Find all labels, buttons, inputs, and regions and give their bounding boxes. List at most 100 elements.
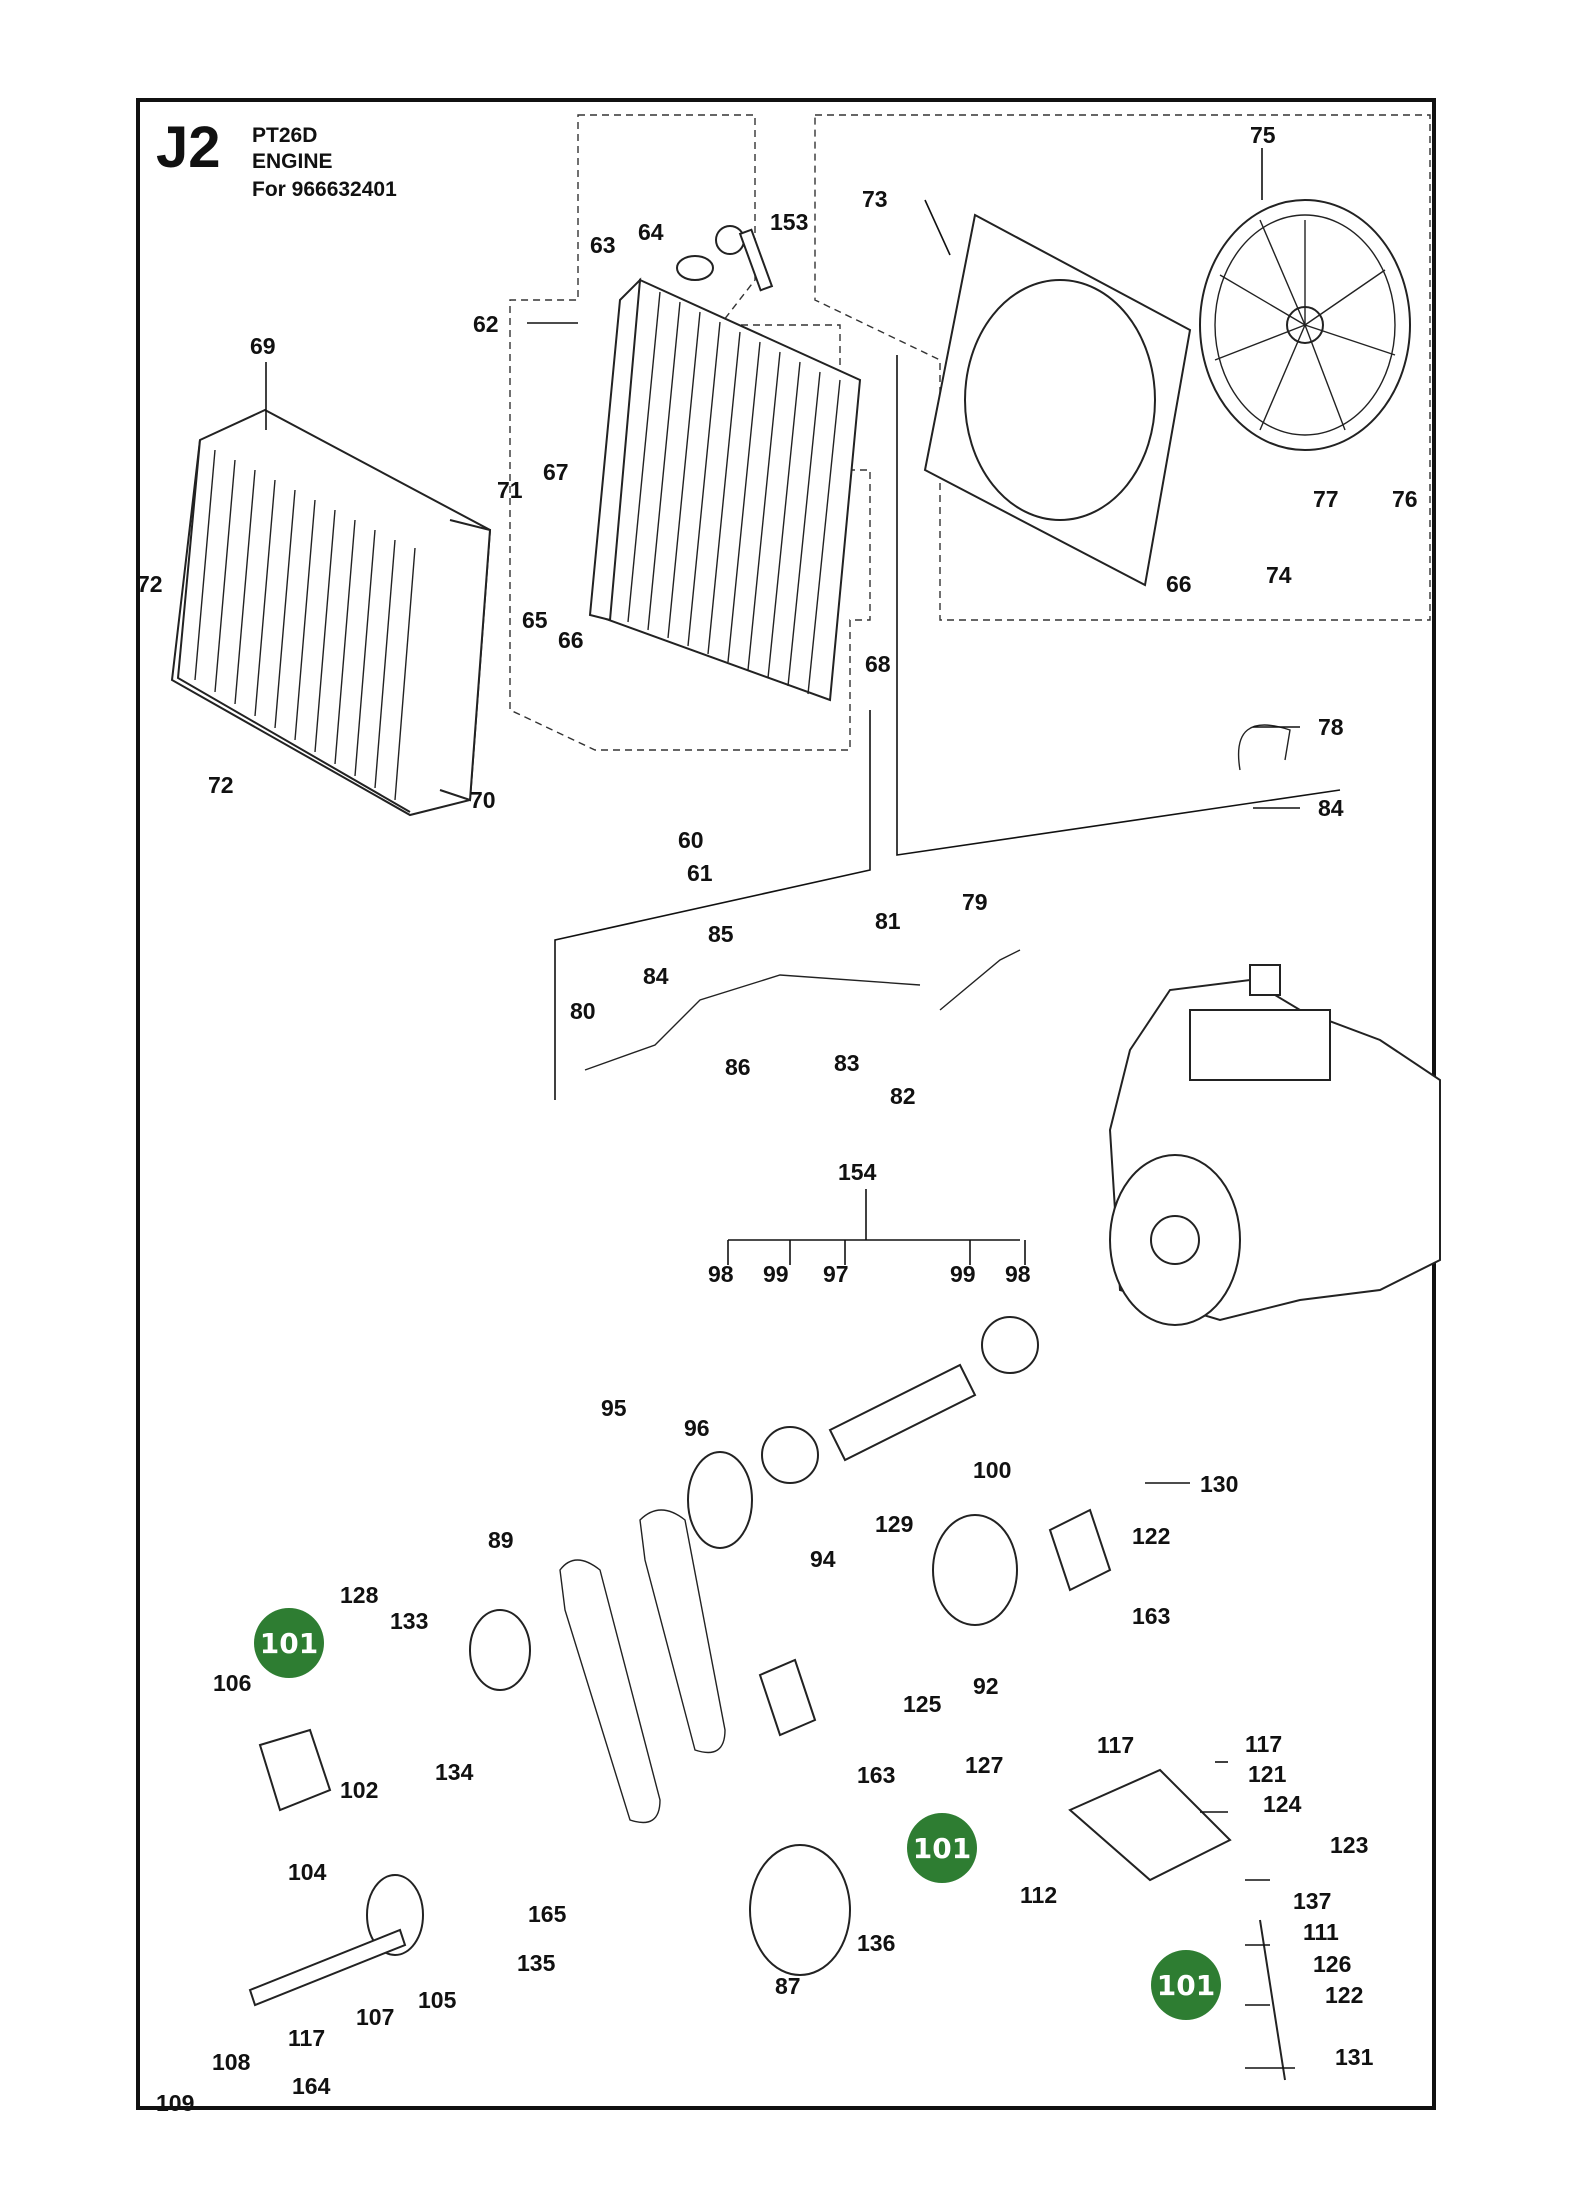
callout-label: 82 <box>890 1083 916 1109</box>
callout-label: 126 <box>1313 1951 1351 1977</box>
callout-label: 77 <box>1313 486 1339 512</box>
callout-label: 79 <box>962 889 988 915</box>
badge-101-c: 101 <box>1151 1950 1221 2020</box>
callout-labels: 75 73 64 153 63 62 69 71 67 72 65 66 66 … <box>137 122 1418 2116</box>
lower-hose-bracket <box>554 710 871 1100</box>
callout-label: 109 <box>156 2090 194 2116</box>
callout-label: 137 <box>1293 1888 1331 1914</box>
badge-label: 101 <box>1157 1969 1215 2002</box>
callout-label: 63 <box>590 232 616 258</box>
callout-label: 66 <box>1166 571 1192 597</box>
pulley-parts <box>248 1514 1018 2007</box>
callout-label: 66 <box>558 627 584 653</box>
callout-label: 131 <box>1335 2044 1374 2070</box>
callout-label: 71 <box>497 477 523 503</box>
callout-label: 106 <box>213 1670 251 1696</box>
callout-label: 75 <box>1250 122 1276 148</box>
callout-label: 68 <box>865 651 891 677</box>
section-label: ENGINE <box>252 150 333 173</box>
badge-label: 101 <box>913 1832 971 1865</box>
callout-label: 117 <box>1245 1731 1282 1757</box>
callout-label: 136 <box>857 1930 895 1956</box>
callout-label: 84 <box>643 963 669 989</box>
callout-label: 86 <box>725 1054 751 1080</box>
callout-label: 85 <box>708 921 734 947</box>
callout-label: 108 <box>212 2049 251 2075</box>
callout-label: 127 <box>965 1752 1003 1778</box>
callout-label: 117 <box>1097 1732 1134 1758</box>
callout-label: 130 <box>1200 1471 1238 1497</box>
badge-101-b: 101 <box>907 1813 977 1883</box>
callout-label: 135 <box>517 1950 556 1976</box>
fan-shroud-part <box>923 213 1192 587</box>
callout-label: 62 <box>473 311 499 337</box>
badge-101-a: 101 <box>254 1608 324 1678</box>
callout-label: 129 <box>875 1511 913 1537</box>
callout-label: 163 <box>857 1762 895 1788</box>
page-code: J2 <box>156 115 221 180</box>
badge-circle <box>254 1608 324 1678</box>
callout-label: 69 <box>250 333 276 359</box>
callout-label: 163 <box>1132 1603 1170 1629</box>
drive-shaft-part <box>687 1316 1039 1549</box>
callout-label: 94 <box>810 1546 836 1572</box>
bracket-parts <box>258 1508 1286 2081</box>
model-label: PT26D <box>252 124 318 147</box>
callout-label: 117 <box>288 2025 325 2051</box>
callout-label: 124 <box>1263 1791 1302 1817</box>
callout-label: 74 <box>1266 562 1292 588</box>
callout-label: 133 <box>390 1608 428 1634</box>
callout-label: 153 <box>770 209 808 235</box>
callout-label: 97 <box>823 1261 849 1287</box>
callout-label: 123 <box>1330 1832 1368 1858</box>
callout-label: 99 <box>950 1261 976 1287</box>
callout-label: 112 <box>1020 1882 1057 1908</box>
callout-label: 102 <box>340 1777 378 1803</box>
callout-label: 65 <box>522 607 548 633</box>
badge-circle <box>1151 1950 1221 2020</box>
callout-label: 165 <box>528 1901 567 1927</box>
callout-label: 70 <box>470 787 496 813</box>
callout-label: 128 <box>340 1582 379 1608</box>
callout-label: 111 <box>1303 1919 1339 1945</box>
leader-lines <box>265 148 1300 2069</box>
callout-label: 164 <box>292 2073 331 2099</box>
callout-label: 78 <box>1318 714 1344 740</box>
callout-label: 73 <box>862 186 888 212</box>
callout-label: 60 <box>678 827 704 853</box>
callout-label: 107 <box>356 2004 394 2030</box>
callout-label: 98 <box>1005 1261 1031 1287</box>
callout-label: 95 <box>601 1395 627 1421</box>
callout-label: 98 <box>708 1261 734 1287</box>
filler-neck <box>676 255 714 281</box>
callout-label: 121 <box>1248 1761 1287 1787</box>
callout-label: 64 <box>638 219 664 245</box>
callout-label: 122 <box>1132 1523 1170 1549</box>
callout-label: 104 <box>288 1859 327 1885</box>
callout-label: 92 <box>973 1673 999 1699</box>
callout-label: 61 <box>687 860 713 886</box>
callout-label: 125 <box>903 1691 942 1717</box>
callout-label: 76 <box>1392 486 1418 512</box>
callout-label: 72 <box>137 571 163 597</box>
callout-label: 100 <box>973 1457 1011 1483</box>
fan-group-outline <box>814 114 1431 621</box>
overflow-tube <box>738 228 774 292</box>
callout-label: 72 <box>208 772 234 798</box>
cooling-fan-part <box>1199 199 1411 451</box>
applies-to-label: For 966632401 <box>252 178 397 201</box>
radiator-cap <box>715 225 745 255</box>
callout-label: 154 <box>838 1159 877 1185</box>
radiator-part <box>588 225 862 702</box>
callout-label: 89 <box>488 1527 514 1553</box>
callout-label: 134 <box>435 1759 474 1785</box>
callout-label: 105 <box>418 1987 457 2013</box>
callout-label: 84 <box>1318 795 1344 821</box>
callout-label: 87 <box>775 1973 801 1999</box>
callout-label: 99 <box>763 1261 789 1287</box>
callout-label: 122 <box>1325 1982 1363 2008</box>
callout-label: 67 <box>543 459 569 485</box>
badge-circle <box>907 1813 977 1883</box>
hose-group-outline <box>896 355 1341 856</box>
